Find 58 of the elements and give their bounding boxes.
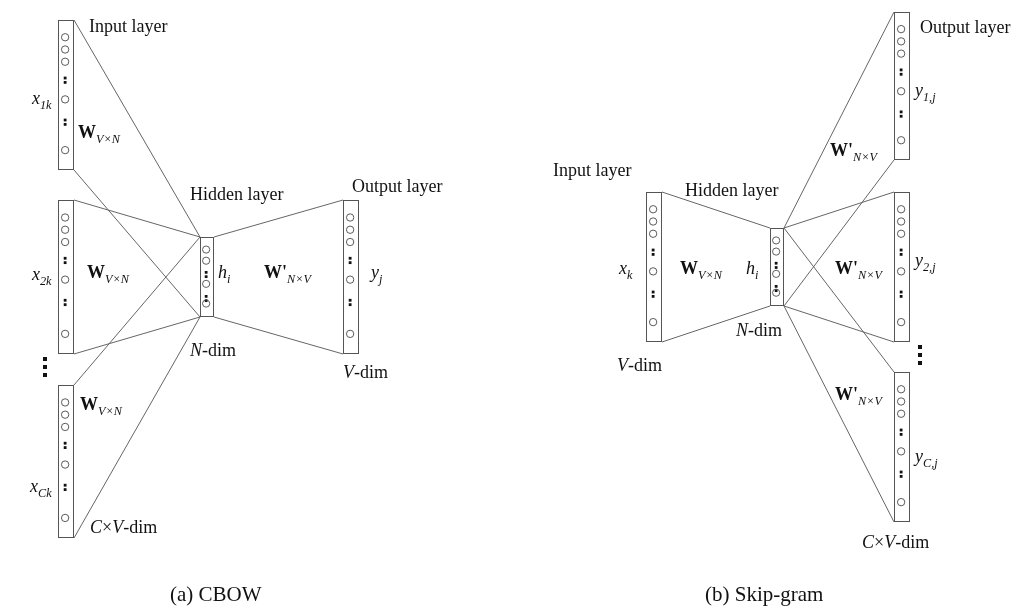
layer-label: Input layer — [553, 160, 632, 181]
neuron-column — [343, 200, 359, 354]
neuron-column — [200, 237, 214, 317]
connection-line — [213, 199, 344, 238]
neuron-column — [58, 200, 74, 354]
dimension-label: N-dim — [736, 320, 782, 341]
hidden-unit-label: h$_{i}$ — [746, 258, 759, 282]
neuron-column — [770, 228, 784, 306]
output-variable-label: y$_{C,j}$ — [915, 446, 938, 470]
subfigure-caption: (a) CBOW — [170, 582, 262, 607]
connection-line — [783, 191, 895, 229]
connection-line — [783, 11, 895, 229]
connection-line — [73, 19, 201, 238]
layer-label: Hidden layer — [685, 180, 779, 201]
input-variable-label: x$_{Ck}$ — [30, 476, 52, 500]
connection-line — [661, 305, 771, 343]
neuron-column — [58, 385, 74, 538]
weight-matrix-label: W'$_{N×V}$ — [835, 384, 882, 408]
dimension-label: V-dim — [343, 362, 388, 383]
connection-line — [783, 159, 895, 307]
neuron-column — [646, 192, 662, 342]
connection-line — [73, 316, 201, 355]
hidden-unit-label: h$_{i}$ — [218, 262, 231, 286]
dimension-label: C×V-dim — [862, 532, 930, 553]
output-variable-label: y$_{1,j}$ — [915, 80, 936, 104]
neuron-column — [58, 20, 74, 170]
connection-line — [73, 199, 201, 238]
layer-label: Output layer — [352, 176, 443, 197]
weight-matrix-label: W$_{V×N}$ — [78, 122, 120, 146]
dimension-label: C×V-dim — [90, 517, 158, 538]
weight-matrix-label: W$_{V×N}$ — [80, 394, 122, 418]
neuron-column — [894, 12, 910, 160]
output-variable-label: y$_{j}$ — [371, 262, 383, 286]
dimension-label: N-dim — [190, 340, 236, 361]
connection-line — [73, 169, 201, 318]
layer-label: Output layer — [920, 17, 1011, 38]
input-variable-label: x$_{2k}$ — [32, 264, 52, 288]
connection-line — [783, 305, 895, 523]
connection-line — [73, 236, 201, 386]
input-variable-label: x$_{1k}$ — [32, 88, 52, 112]
connection-line — [213, 316, 344, 355]
neuron-column — [894, 192, 910, 342]
weight-matrix-label: W'$_{N×V}$ — [830, 140, 877, 164]
layer-label: Input layer — [89, 16, 168, 37]
connection-line — [783, 227, 895, 373]
input-variable-label: x$_{k}$ — [619, 258, 633, 282]
connection-line — [661, 191, 771, 229]
weight-matrix-label: W$_{V×N}$ — [87, 262, 129, 286]
connection-line — [73, 316, 201, 539]
weight-matrix-label: W$_{V×N}$ — [680, 258, 722, 282]
subfigure-caption: (b) Skip-gram — [705, 582, 824, 607]
weight-matrix-label: W'$_{N×V}$ — [264, 262, 311, 286]
layer-label: Hidden layer — [190, 184, 284, 205]
output-variable-label: y$_{2,j}$ — [915, 250, 936, 274]
dimension-label: V-dim — [617, 355, 662, 376]
weight-matrix-label: W'$_{N×V}$ — [835, 258, 882, 282]
neuron-column — [894, 372, 910, 522]
connection-line — [783, 305, 895, 343]
